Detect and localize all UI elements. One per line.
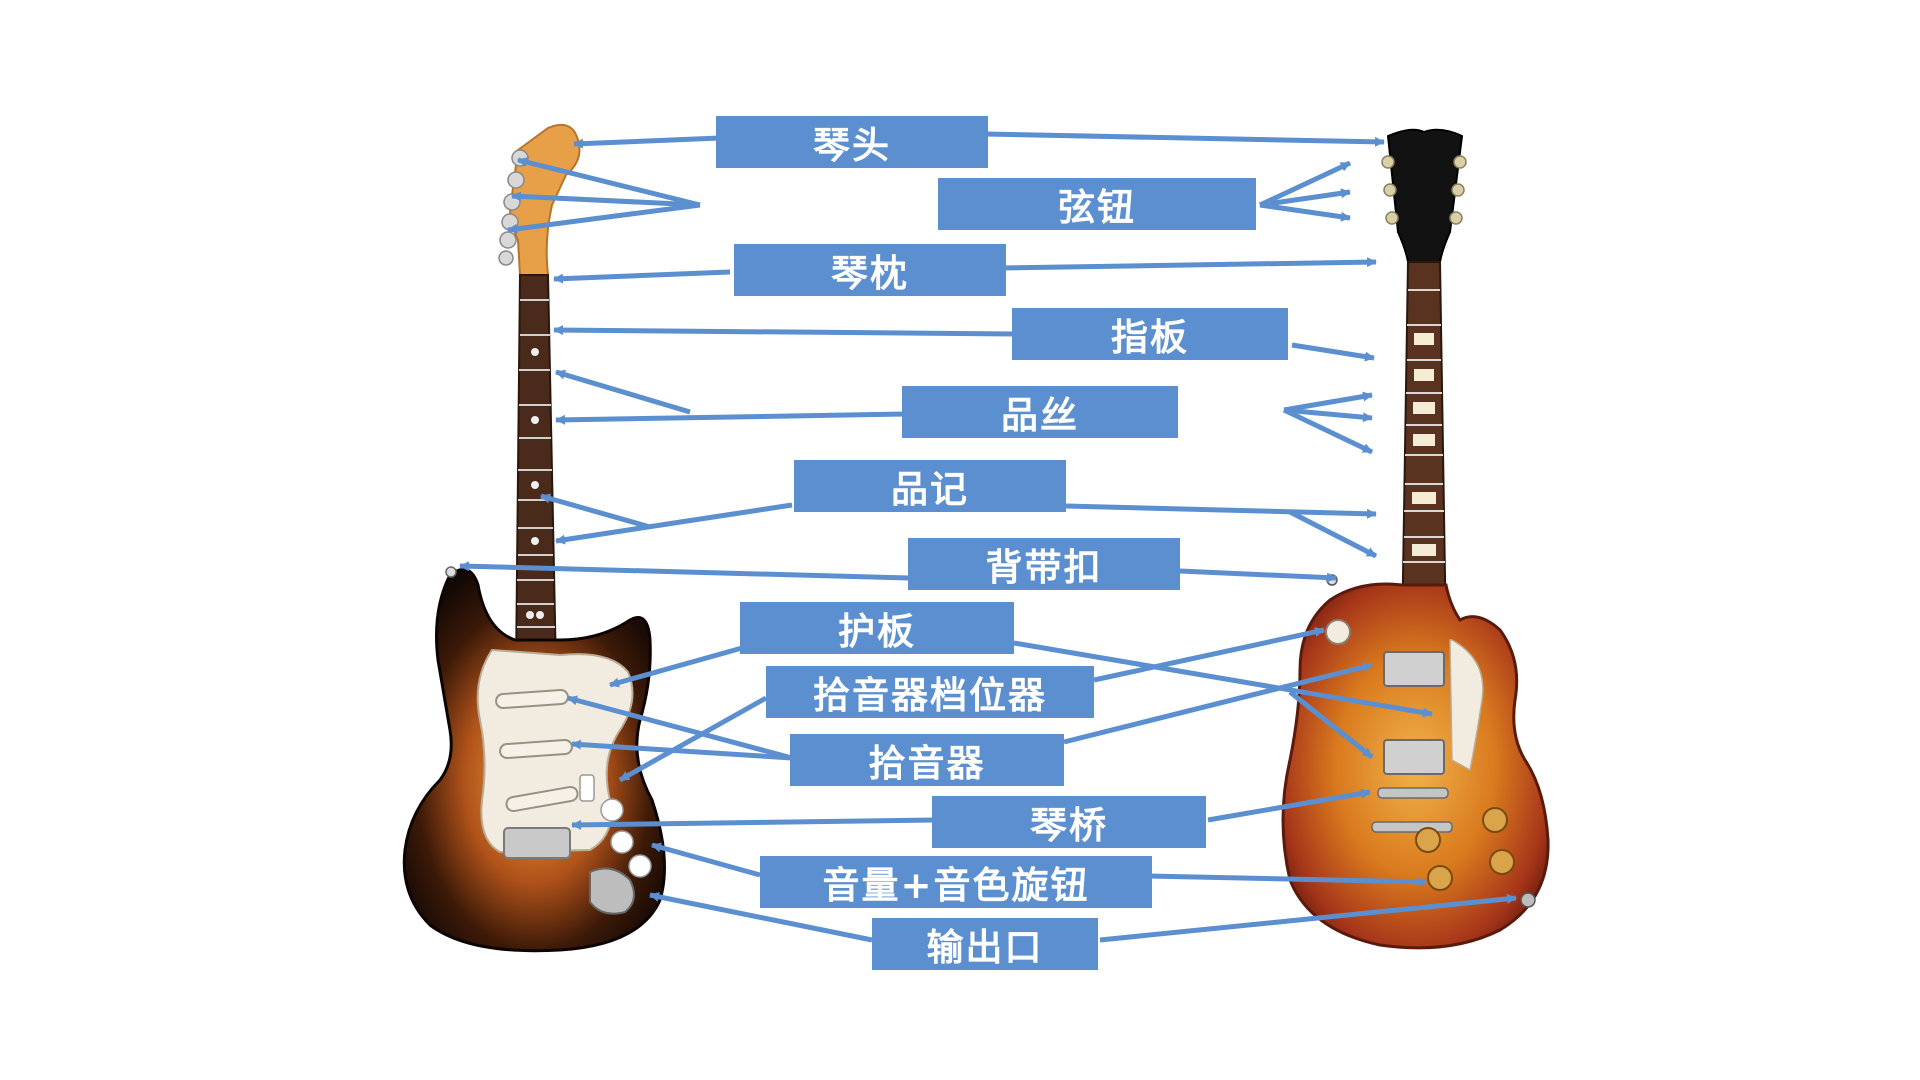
strat-pickups: [495, 688, 579, 813]
strat-knobs: [600, 798, 652, 878]
lp-bridge: [1377, 787, 1449, 799]
lp-tuners: [1381, 155, 1467, 225]
label-strap-button: 背带扣: [908, 538, 1180, 590]
strat-output-jack: [589, 867, 635, 915]
label-pickups: 拾音器: [790, 734, 1064, 786]
label-knobs: 音量+音色旋钮: [760, 856, 1152, 908]
lp-headstock: [1386, 128, 1464, 263]
label-inlays: 品记: [794, 460, 1066, 512]
lp-output-jack: [1520, 892, 1536, 908]
strat-frets: [517, 299, 555, 649]
lp-knobs: [1415, 807, 1515, 891]
label-pickguard: 护板: [740, 602, 1014, 654]
lp-pickguard: [1449, 639, 1484, 772]
lp-pickups: [1383, 651, 1445, 775]
lp-tailpiece: [1371, 821, 1453, 833]
strat-inlays: [526, 348, 544, 619]
les-paul-guitar: [1281, 128, 1550, 950]
label-headstock: 琴头: [716, 116, 988, 168]
label-nut: 琴枕: [734, 244, 1006, 296]
stratocaster-guitar: [402, 124, 666, 953]
label-output-jack: 输出口: [872, 918, 1098, 970]
label-bridge: 琴桥: [932, 796, 1206, 848]
label-frets: 品丝: [902, 386, 1178, 438]
label-pickup-selector: 拾音器档位器: [766, 666, 1094, 718]
lp-pickup-selector: [1325, 619, 1351, 645]
label-tuners: 弦钮: [938, 178, 1256, 230]
label-fretboard: 指板: [1012, 308, 1288, 360]
pointer-arrows: [459, 131, 1517, 943]
strat-pickup-selector: [579, 774, 595, 802]
lp-fretboard: [1400, 261, 1448, 641]
strat-bridge: [503, 827, 571, 859]
strat-strap-button: [445, 566, 457, 578]
